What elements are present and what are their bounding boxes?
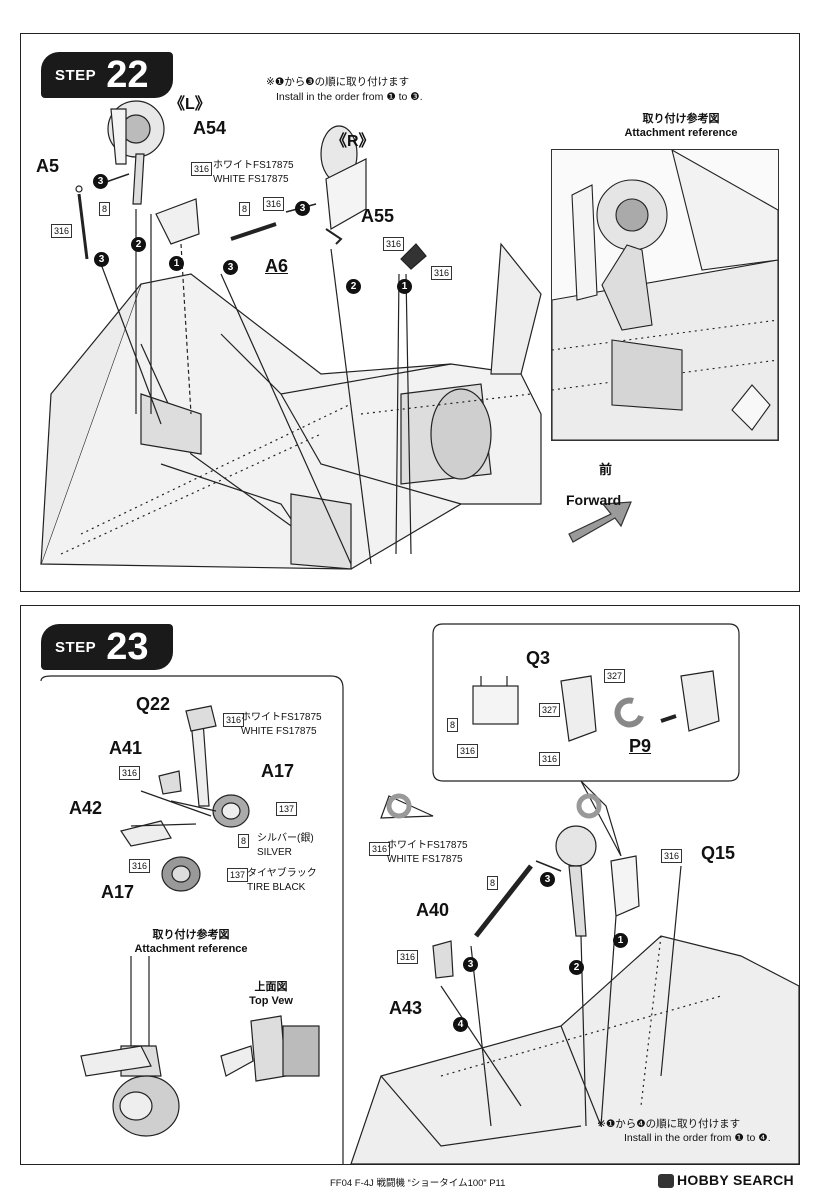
order-2-right: 2: [346, 279, 361, 294]
paint-code-white-a6: 316: [263, 197, 285, 211]
part-a6: A6: [265, 256, 289, 276]
paint-code-327-a: 327: [604, 669, 626, 683]
paint-code-white-door: 316: [539, 752, 561, 766]
paint-code-silver-q3: 8: [447, 718, 459, 732]
paint-tire-en: TIRE BLACK: [247, 882, 306, 893]
order-3-a5: 3: [93, 174, 108, 189]
paint-code-white: 316: [191, 162, 213, 176]
order-3-main: 3: [540, 872, 555, 887]
paint-code-white-a41: 316: [119, 766, 141, 780]
step-23-badge: STEP 23: [41, 624, 173, 670]
order-2-left: 2: [131, 237, 146, 252]
paint-code-white-a43: 316: [397, 950, 419, 964]
paint-code-white-a55b: 316: [431, 266, 453, 280]
paint-white-ja: ホワイトFS17875: [213, 160, 294, 171]
part-a55: A55: [361, 206, 395, 226]
paint-code-white-main: 316: [369, 842, 391, 856]
forward-ja: 前: [599, 462, 613, 477]
label-right-gear: 《R》: [331, 133, 375, 150]
paint-silver-ja: シルバー(銀): [257, 833, 314, 844]
hobby-search-logo: HOBBY SEARCH: [658, 1172, 794, 1189]
ref-title-en: Attachment reference: [624, 127, 738, 139]
order-4-a43: 4: [453, 1017, 468, 1032]
step-23-drawing: [40, 623, 799, 1164]
step-22-drawing: [40, 100, 632, 570]
paint-code-silver-a5: 8: [99, 202, 111, 216]
part-q22: Q22: [136, 694, 171, 714]
part-q15: Q15: [701, 843, 736, 863]
order-1-main: 1: [613, 933, 628, 948]
ref-drawing: [552, 150, 778, 440]
paint-code-white-q22: 316: [223, 713, 245, 727]
paint-white-ja: ホワイトFS17875: [241, 712, 322, 723]
order-note-en: Install in the order from ❶ to ❸.: [276, 91, 423, 103]
part-a41: A41: [109, 738, 143, 758]
logo-text: HOBBY SEARCH: [677, 1172, 794, 1188]
order-note-en: Install in the order from ❶ to ❹.: [624, 1132, 771, 1144]
paint-code-327-b: 327: [539, 703, 561, 717]
paint-code-silver-a40: 8: [487, 876, 499, 890]
part-p9: P9: [629, 736, 652, 756]
ref-title-en: Attachment reference: [134, 943, 248, 955]
part-a5: A5: [36, 156, 60, 176]
part-a43: A43: [389, 998, 423, 1018]
step-number: 22: [106, 54, 149, 96]
part-q3: Q3: [526, 648, 551, 668]
attachment-reference-box: [551, 149, 779, 441]
paint-code-white-a5: 316: [51, 224, 73, 238]
top-view-en: Top Vew: [249, 995, 293, 1007]
order-note-ja: ※❶から❹の順に取り付けます: [597, 1118, 741, 1130]
label-left-gear: 《L》: [169, 96, 211, 113]
paint-code-white-a42: 316: [129, 859, 151, 873]
paint-white-en: WHITE FS17875: [241, 726, 317, 737]
ref-title-ja: 取り付け参考図: [642, 113, 720, 125]
logo-icon: [658, 1174, 674, 1189]
top-view-ja: 上面図: [254, 981, 288, 993]
part-a40: A40: [416, 900, 450, 920]
part-a17-top: A17: [261, 761, 295, 781]
paint-white-en: WHITE FS17875: [213, 174, 289, 185]
order-3-left-b: 3: [223, 260, 238, 275]
paint-silver-en: SILVER: [257, 847, 292, 858]
paint-code-white-q15: 316: [661, 849, 683, 863]
step-word: STEP: [55, 638, 97, 656]
page-footer: FF04 F-4J 戦闘機 “ショータイム100” P11: [330, 1178, 506, 1189]
step-word: STEP: [55, 66, 97, 84]
part-a42: A42: [69, 798, 103, 818]
paint-code-tire-top: 137: [276, 802, 298, 816]
paint-white-ja-main: ホワイトFS17875: [387, 840, 468, 851]
order-note-ja: ※❶から❸の順に取り付けます: [266, 76, 410, 88]
step-22-panel: STEP 22 ※❶から❸の順に取り付けます Install in the or…: [20, 33, 800, 592]
paint-code-tire: 137: [227, 868, 249, 882]
paint-white-en-main: WHITE FS17875: [387, 854, 463, 865]
paint-tire-ja: タイヤブラック: [247, 868, 317, 879]
paint-code-silver-a6: 8: [239, 202, 251, 216]
step-22-badge: STEP 22: [41, 52, 173, 98]
order-2-main: 2: [569, 960, 584, 975]
order-1-left: 1: [169, 256, 184, 271]
paint-code-silver: 8: [238, 834, 250, 848]
order-3-left: 3: [94, 252, 109, 267]
step-23-panel: STEP 23 Q22 316 ホワイトFS17875 WHITE FS1787…: [20, 605, 800, 1165]
paint-code-white-a55: 316: [383, 237, 405, 251]
order-3-a6: 3: [295, 201, 310, 216]
part-a17-bottom: A17: [101, 882, 135, 902]
part-a54: A54: [193, 118, 227, 138]
order-3-a40: 3: [463, 957, 478, 972]
ref-title-ja: 取り付け参考図: [152, 929, 230, 941]
order-1-right: 1: [397, 279, 412, 294]
forward-en: Forward: [566, 492, 622, 508]
step-number: 23: [106, 626, 149, 668]
paint-code-white-q3: 316: [457, 744, 479, 758]
